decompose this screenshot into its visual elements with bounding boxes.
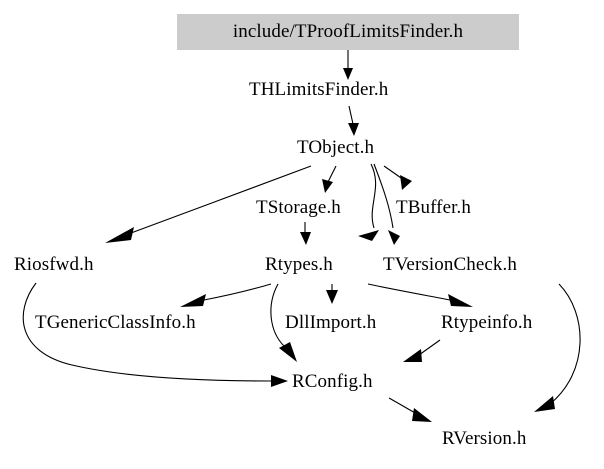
node-label: TBuffer.h (396, 197, 471, 218)
edge-tobject-to-rtypes (358, 163, 379, 241)
edge-rtypes-to-tgenericclassinfo (180, 283, 272, 307)
node-rversion[interactable]: RVersion.h (442, 429, 526, 448)
node-tobject[interactable]: TObject.h (297, 138, 374, 157)
node-rtypes[interactable]: Rtypes.h (265, 255, 333, 274)
node-label: include/TProofLimitsFinder.h (232, 20, 464, 42)
node-label: Riosfwd.h (14, 254, 94, 275)
node-label: DllImport.h (285, 312, 377, 333)
edge-tstorage-to-rtypes (300, 222, 311, 245)
edge-tobject-to-tstorage (322, 165, 337, 193)
edge-root-to-thlimitsfinder (343, 50, 353, 80)
node-label: TVersionCheck.h (383, 254, 517, 275)
edge-rconfig-to-rversion (388, 397, 432, 422)
node-label: THLimitsFinder.h (249, 79, 389, 100)
node-rconfig[interactable]: RConfig.h (292, 372, 373, 391)
edge-thlimitsfinder-to-tobject (348, 105, 359, 136)
node-rtypeinfo[interactable]: Rtypeinfo.h (441, 313, 532, 332)
edge-rtypeinfo-to-rconfig (403, 339, 441, 362)
node-tbuffer[interactable]: TBuffer.h (396, 198, 471, 217)
node-dllimport[interactable]: DllImport.h (285, 313, 376, 332)
node-thlimitsfinder[interactable]: THLimitsFinder.h (249, 80, 388, 99)
edge-riosfwd-to-rconfig (22, 282, 288, 387)
node-label: TStorage.h (256, 197, 341, 218)
edge-rtypes-to-rtypeinfo (367, 283, 473, 307)
node-label: Rtypeinfo.h (441, 312, 533, 333)
node-label: Rtypes.h (265, 254, 333, 275)
edge-tobject-to-tbuffer (383, 165, 412, 190)
node-label: RConfig.h (292, 371, 373, 392)
edge-rtypes-to-dllimport (326, 284, 338, 304)
node-root-tproofl imitsfinder[interactable]: include/TProofLimitsFinder.h (177, 14, 519, 50)
node-label: TGenericClassInfo.h (35, 312, 196, 333)
node-tversioncheck[interactable]: TVersionCheck.h (383, 255, 517, 274)
node-tstorage[interactable]: TStorage.h (256, 198, 341, 217)
edge-tversioncheck-to-rversion (534, 283, 581, 412)
node-riosfwd[interactable]: Riosfwd.h (14, 255, 94, 274)
node-label: TObject.h (297, 137, 375, 158)
node-tgenericclassinfo[interactable]: TGenericClassInfo.h (35, 313, 196, 332)
node-label: RVersion.h (442, 428, 527, 449)
